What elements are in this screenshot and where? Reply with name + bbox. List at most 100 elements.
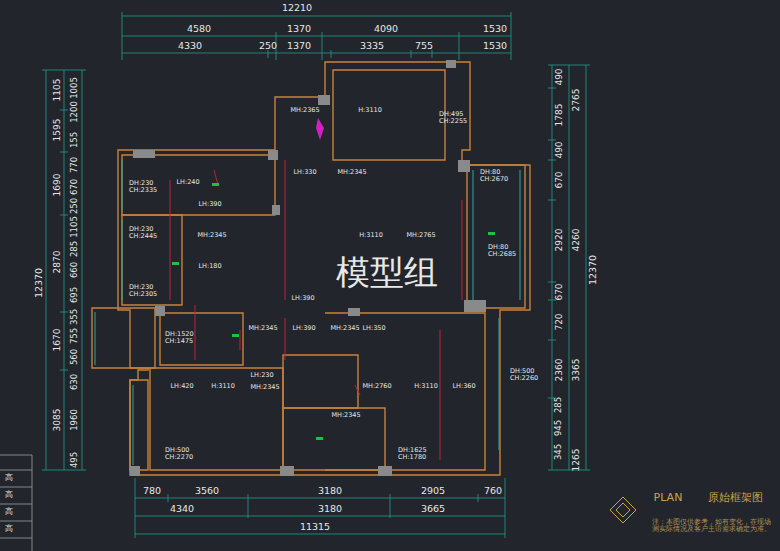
room-annotation: DH:230 CH:2335 bbox=[129, 180, 165, 195]
dimension-text: 755 bbox=[70, 328, 80, 344]
dimension-text: 250 bbox=[259, 41, 277, 52]
plan-note: 注：本图仅供参考，如有变化，在现场测实际情况及客户主语需求确定为准。 bbox=[652, 519, 776, 534]
room-annotation: LH:390 bbox=[291, 295, 314, 302]
dimension-text: 3085 bbox=[52, 409, 62, 432]
room-annotation: 高 bbox=[5, 473, 13, 482]
dimension-text: 495 bbox=[70, 452, 80, 468]
dimension-text: 490 bbox=[554, 68, 564, 85]
dimension-text: 12370 bbox=[34, 268, 45, 298]
dimension-text: 3335 bbox=[360, 41, 384, 52]
room-annotation: DH:230 CH:2305 bbox=[129, 284, 165, 299]
dimension-text: 12370 bbox=[588, 255, 599, 285]
dimension-text: 695 bbox=[70, 287, 80, 303]
dimension-text: 285 bbox=[70, 241, 80, 257]
room-annotation: 模型组 bbox=[336, 253, 438, 292]
room-annotation: 高 bbox=[5, 507, 13, 516]
dimension-text: 12210 bbox=[282, 3, 312, 14]
dimension-text: 3180 bbox=[318, 486, 342, 497]
room-annotation: MH:2765 bbox=[406, 232, 435, 239]
room-annotation: DH:80 CH:2685 bbox=[488, 244, 522, 259]
room-annotation: MH:2345 bbox=[330, 325, 359, 332]
dimension-text: 1370 bbox=[287, 41, 311, 52]
dimension-text: 11315 bbox=[300, 522, 330, 533]
dimension-text: 1265 bbox=[571, 449, 581, 472]
dimension-text: 670 bbox=[554, 283, 564, 300]
dimension-text: 1370 bbox=[287, 24, 311, 35]
dimension-text: 670 bbox=[70, 179, 80, 195]
room-annotation: LH:390 bbox=[292, 325, 315, 332]
room-annotation: 高 bbox=[5, 490, 13, 499]
dimension-text: 1200 bbox=[70, 101, 80, 123]
dimension-text: 4330 bbox=[178, 41, 202, 52]
room-annotation: LH:420 bbox=[170, 383, 193, 390]
dimension-text: 4090 bbox=[374, 24, 398, 35]
room-annotation: DH:80 CH:2670 bbox=[480, 169, 514, 184]
room-annotation: H:3110 bbox=[358, 107, 382, 114]
dimension-text: 3180 bbox=[318, 504, 342, 515]
dimension-text: 1595 bbox=[52, 119, 62, 142]
dimension-text: 945 bbox=[554, 420, 564, 436]
room-annotation: LH:350 bbox=[362, 325, 385, 332]
dimension-text: 1530 bbox=[483, 41, 507, 52]
room-annotation: DH:500 CH:2270 bbox=[165, 447, 201, 462]
dimension-text: 2765 bbox=[571, 89, 581, 112]
room-annotation: LH:390 bbox=[198, 201, 221, 208]
room-annotation: MH:2365 bbox=[290, 107, 319, 114]
dimension-text: 490 bbox=[554, 141, 564, 158]
dimension-text: 3665 bbox=[421, 504, 445, 515]
room-annotation: MH:2345 bbox=[331, 412, 360, 419]
room-annotation: H:3110 bbox=[414, 383, 438, 390]
plan-title: 原始框架图 bbox=[708, 492, 763, 505]
room-annotation: H:3110 bbox=[359, 232, 383, 239]
dimension-text: 250 bbox=[70, 198, 80, 214]
dimension-text: 755 bbox=[415, 41, 433, 52]
dimension-text: 2870 bbox=[52, 251, 62, 274]
room-annotation: MH:2345 bbox=[250, 384, 279, 391]
room-annotation: DH:230 CH:2445 bbox=[129, 226, 165, 241]
dimension-text: 770 bbox=[70, 157, 80, 173]
room-annotation: DH:1625 CH:1780 bbox=[398, 447, 438, 462]
dimension-text: 1005 bbox=[70, 77, 80, 99]
dimension-text: 345 bbox=[554, 444, 564, 460]
dimension-text: 1530 bbox=[483, 24, 507, 35]
room-annotation: LH:330 bbox=[293, 169, 316, 176]
room-annotation: LH:240 bbox=[176, 179, 199, 186]
room-annotation: MH:2760 bbox=[362, 383, 391, 390]
dimension-text: 285 bbox=[554, 397, 564, 413]
dimension-text: 560 bbox=[70, 349, 80, 365]
room-annotation: 高 bbox=[5, 524, 13, 533]
room-annotation: DH:495 CH:2255 bbox=[439, 111, 473, 126]
dimension-text: 720 bbox=[554, 313, 564, 330]
room-annotation: LH:180 bbox=[198, 263, 221, 270]
dimension-text: 670 bbox=[554, 171, 564, 188]
dimension-text: 780 bbox=[143, 486, 161, 497]
dimension-text: 2920 bbox=[554, 229, 564, 252]
dimension-text: 1105 bbox=[70, 216, 80, 238]
room-annotation: MH:2345 bbox=[337, 169, 366, 176]
dimension-text: 3365 bbox=[571, 359, 581, 382]
room-annotation: MH:2345 bbox=[197, 232, 226, 239]
room-annotation: LH:360 bbox=[452, 383, 475, 390]
dimension-text: 1690 bbox=[52, 174, 62, 197]
dimension-text: 4340 bbox=[170, 504, 194, 515]
dimension-text: 1785 bbox=[554, 104, 564, 127]
dimension-text: 4260 bbox=[571, 229, 581, 252]
dimension-text: 1960 bbox=[70, 409, 80, 431]
dimension-text: 1670 bbox=[52, 329, 62, 352]
room-annotation: PLAN bbox=[654, 492, 683, 505]
dimension-text: 155 bbox=[70, 132, 80, 148]
dimension-text: 2905 bbox=[421, 486, 445, 497]
dimension-text: 630 bbox=[70, 374, 80, 390]
room-annotation: DH:500 CH:2260 bbox=[510, 368, 546, 383]
room-annotation: MH:2345 bbox=[248, 325, 277, 332]
dimension-text: 760 bbox=[484, 486, 502, 497]
room-annotation: DH:1520 CH:1475 bbox=[165, 331, 205, 346]
dimension-text: 355 bbox=[70, 309, 80, 325]
room-annotation: H:3110 bbox=[211, 383, 235, 390]
dimension-text: 2360 bbox=[554, 359, 564, 382]
dimension-text: 660 bbox=[70, 262, 80, 278]
dimension-text: 1105 bbox=[52, 79, 62, 102]
room-annotation: LH:230 bbox=[250, 372, 273, 379]
dimension-text: 3560 bbox=[195, 486, 219, 497]
dimension-text: 4580 bbox=[187, 24, 211, 35]
